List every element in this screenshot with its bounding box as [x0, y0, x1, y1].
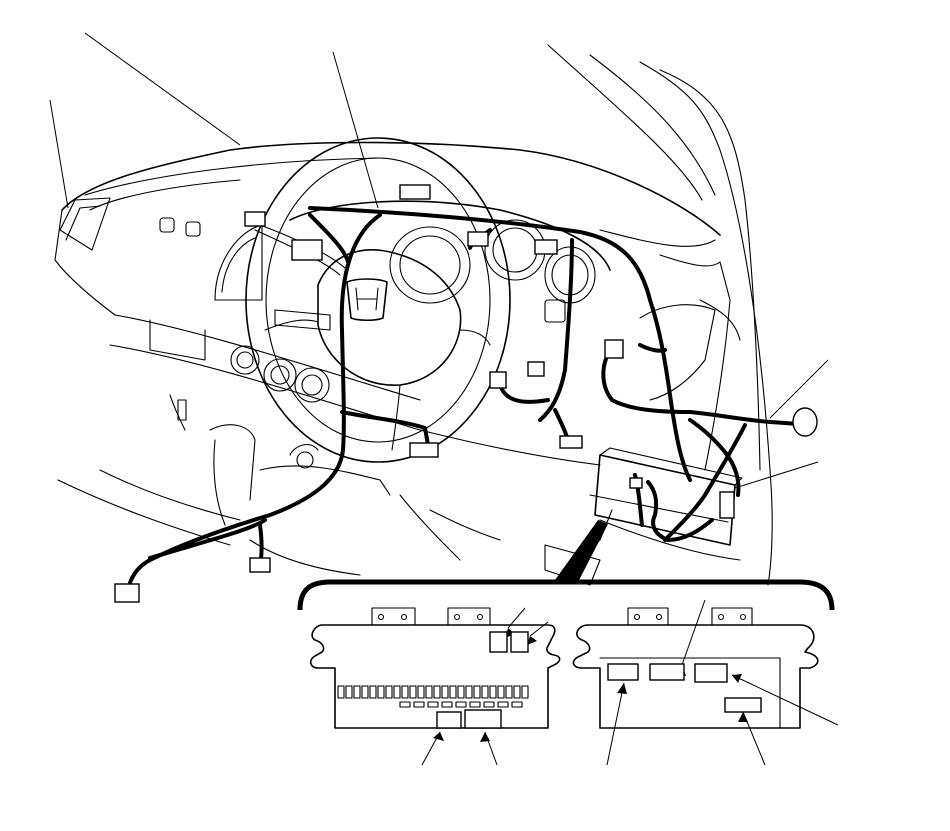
arrow-head: [617, 683, 627, 694]
honda-h-logo: [346, 278, 388, 322]
connector: [604, 339, 624, 359]
speedometer-gauge: [389, 226, 471, 304]
connector: [559, 435, 583, 449]
climate-knob-left: [230, 345, 260, 375]
callout-leader: [769, 359, 829, 419]
climate-knob-right: [294, 367, 330, 403]
arrow-head: [480, 732, 490, 742]
grommet: [792, 407, 818, 437]
callout-leader: [606, 682, 625, 766]
climate-knob-center: [263, 358, 297, 392]
connector-slot: [436, 711, 462, 729]
connector-slot: [510, 631, 529, 653]
small-pin-row: [399, 701, 523, 708]
harness-connectors: [114, 184, 818, 603]
dashboard-panel: [54, 141, 741, 471]
connector-slot: [464, 709, 502, 729]
connector: [489, 371, 507, 389]
instrument-cluster: [289, 200, 611, 323]
switch-left: [159, 217, 175, 233]
control-unit-rear-view: [572, 607, 819, 729]
steering-wheel-rim-outer: [245, 137, 511, 463]
arrow-head: [433, 732, 444, 741]
pin-row: [337, 685, 529, 699]
detail-pointer: [555, 520, 608, 582]
switch-right: [185, 221, 201, 237]
detail-bracket: [297, 520, 835, 611]
arrow-head: [527, 636, 537, 645]
control-unit-front-view: [309, 607, 561, 729]
connector-slot: [649, 663, 685, 681]
connector-slot: [489, 631, 508, 653]
connector: [249, 557, 271, 573]
callout-leader: [49, 99, 69, 209]
a-pillar: [547, 44, 773, 586]
arrow-head: [738, 712, 748, 722]
harness-trunk: [308, 206, 692, 482]
connector: [534, 239, 558, 255]
shift-knob: [296, 451, 314, 469]
harness-left-branch: [126, 213, 382, 592]
callout-leader: [84, 32, 241, 146]
connector-slot: [607, 663, 639, 681]
steering-wheel-rim-inner: [265, 157, 491, 443]
arrow-head: [732, 674, 742, 683]
connector: [467, 231, 489, 247]
steering-wheel: [245, 137, 511, 463]
callout-leaders: [49, 32, 839, 766]
callout-leader: [332, 51, 379, 209]
left-vent: [59, 197, 111, 251]
connector-slot: [694, 663, 728, 683]
airbag-hub: [317, 249, 462, 386]
connector: [114, 583, 140, 603]
connector: [399, 184, 431, 200]
climate-controls: [230, 309, 331, 469]
callout-leader: [681, 599, 706, 666]
main-wire-harness: [126, 206, 810, 592]
callout-leader: [731, 674, 839, 726]
callout-leader: [734, 461, 819, 489]
connector: [244, 211, 266, 227]
callout-leader: [529, 621, 549, 637]
connector-slot: [724, 697, 762, 713]
connector: [291, 239, 323, 261]
connector: [527, 361, 545, 377]
connector: [409, 442, 439, 458]
